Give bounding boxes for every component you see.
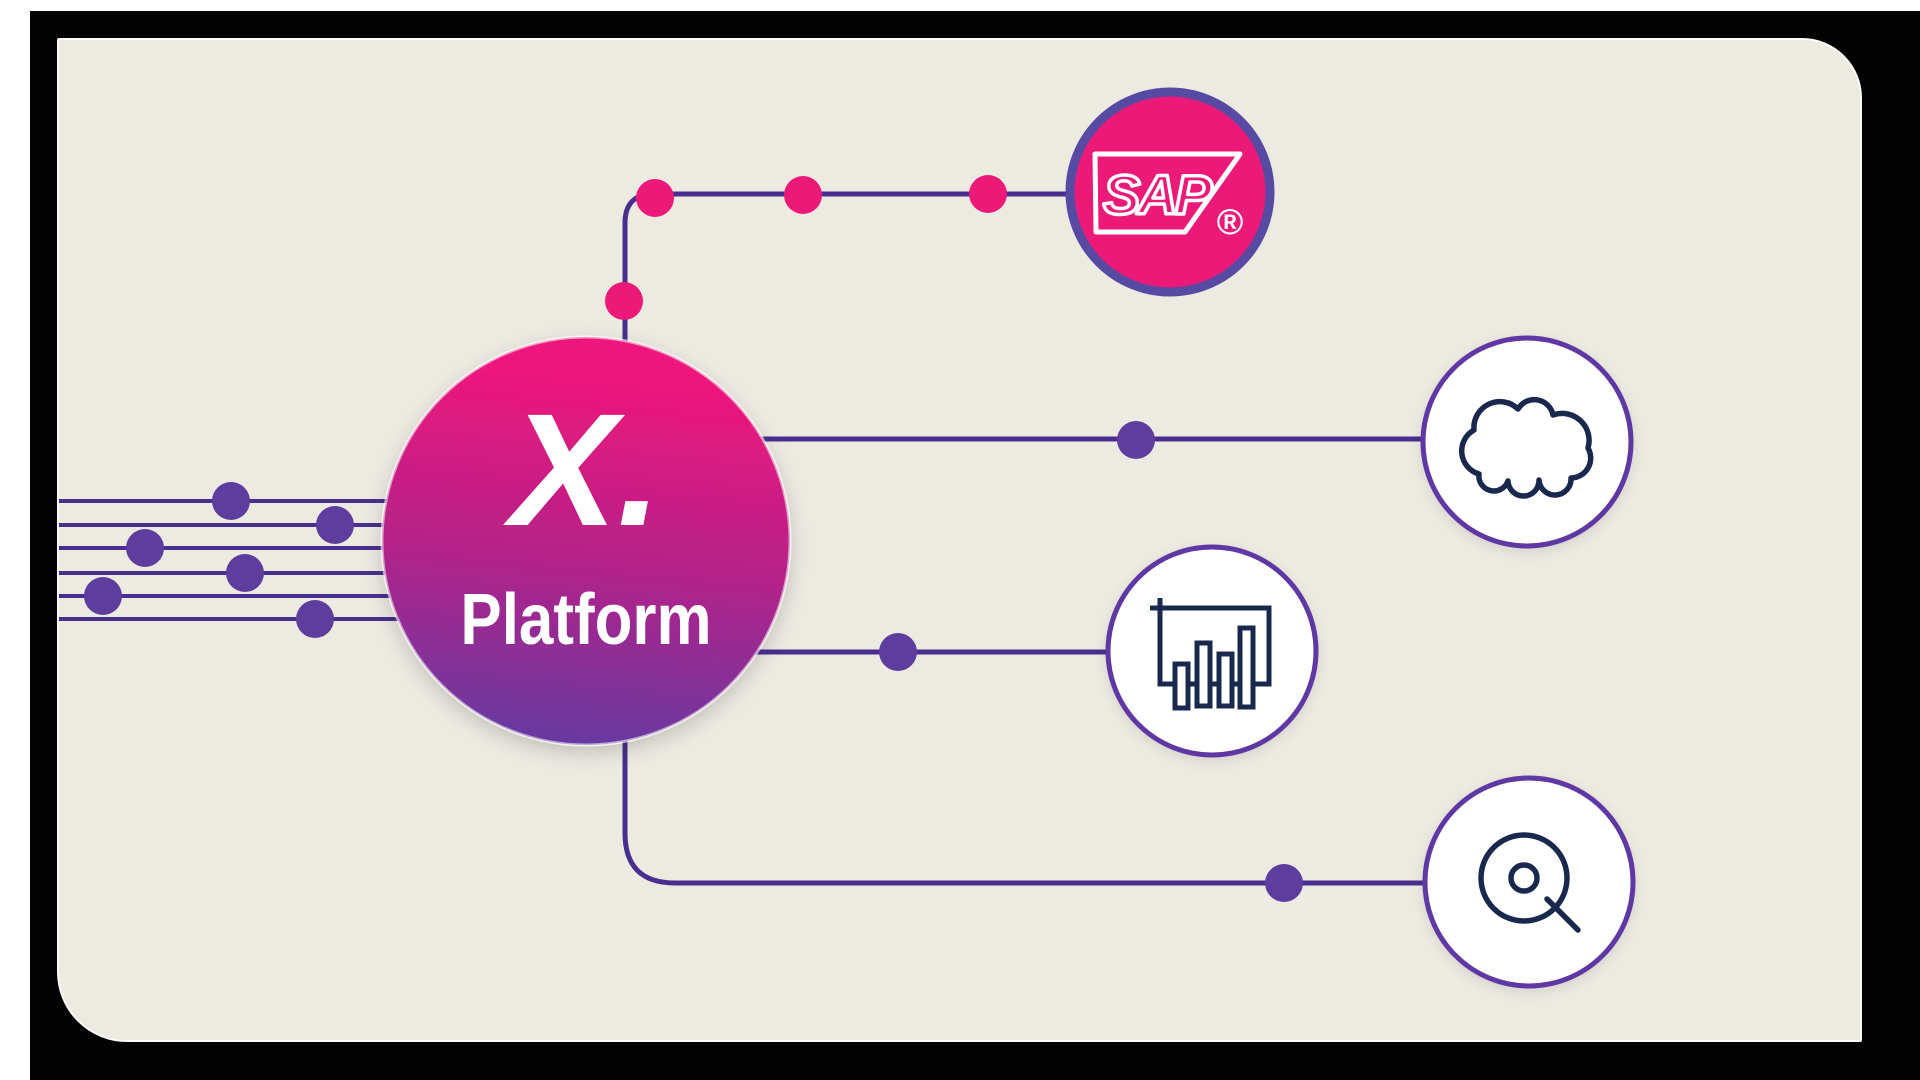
bar: [1194, 640, 1213, 709]
bar: [1216, 651, 1235, 709]
pink-dot: [969, 175, 1007, 213]
registered-trademark: ®: [1217, 201, 1244, 242]
sap-logo-text: SAP: [1103, 163, 1213, 226]
bar-chart-frame: [1150, 598, 1272, 687]
canvas-card: SAP ®: [57, 38, 1862, 1042]
search-node-circle: [1422, 775, 1636, 989]
purple-dot: [1117, 421, 1155, 459]
cloud-icon: [1458, 396, 1594, 499]
sap-logo-icon: SAP ®: [1092, 151, 1244, 242]
pink-dot: [636, 179, 674, 217]
purple-dot: [879, 633, 917, 671]
data-stream-dots: [84, 482, 354, 638]
search-icon: [1478, 832, 1581, 933]
sap-node-circle: [1065, 87, 1275, 297]
sap-node: SAP ®: [1065, 87, 1275, 297]
search-lens-center: [1508, 862, 1540, 894]
data-stream-dot: [296, 600, 334, 638]
search-handle: [1544, 896, 1581, 933]
data-stream-dot: [84, 577, 122, 615]
cloud-node: [1420, 335, 1634, 549]
pink-dot: [784, 176, 822, 214]
platform-circle: [380, 335, 792, 747]
integration-diagram: SAP ®: [59, 87, 1636, 989]
analytics-node: [1105, 544, 1319, 758]
branch-dots: [879, 421, 1303, 902]
bar-chart-icon: [1150, 598, 1272, 711]
sap-branch-dots: [605, 175, 1007, 320]
data-stream-dot: [126, 529, 164, 567]
pink-dot: [605, 282, 643, 320]
bar: [1237, 625, 1256, 710]
connector-sap: [622, 191, 1077, 380]
cloud-shape: [1458, 396, 1594, 499]
bar: [1172, 661, 1191, 711]
connector-search: [622, 710, 1432, 886]
search-lens: [1478, 832, 1570, 924]
data-stream-dot: [316, 506, 354, 544]
search-node: [1422, 775, 1636, 989]
data-stream-dot: [212, 482, 250, 520]
sap-logo-outline: [1092, 151, 1243, 235]
purple-dot: [1265, 864, 1303, 902]
data-stream-dot: [226, 554, 264, 592]
